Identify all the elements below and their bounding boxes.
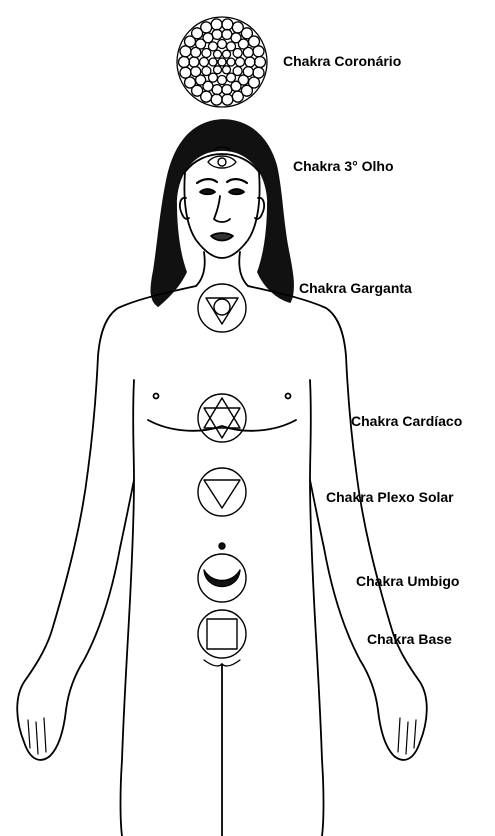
crown-petal — [227, 58, 235, 66]
crown-petal — [180, 67, 191, 78]
body-outline — [17, 286, 196, 760]
crown-petal — [202, 67, 211, 76]
label-navel-chakra: Chakra Umbigo — [356, 574, 459, 588]
crown-petal — [211, 19, 222, 30]
crown-petal — [218, 76, 227, 85]
solar-plexus-chakra-icon — [198, 468, 246, 516]
crown-petal — [253, 46, 264, 57]
crown-petal — [214, 50, 222, 58]
crown-petal — [243, 47, 253, 57]
right-eye — [229, 189, 244, 194]
chest-line — [148, 420, 296, 431]
crown-petal — [223, 66, 231, 74]
navel-chakra-icon — [198, 543, 246, 602]
crown-petal — [255, 57, 266, 68]
neck-left — [196, 252, 205, 286]
crown-petal — [189, 57, 199, 67]
heart-chakra-icon — [198, 394, 246, 442]
label-solar-plexus-chakra: Chakra Plexo Solar — [326, 490, 454, 504]
crown-petal — [222, 19, 233, 30]
crown-petal — [212, 29, 222, 39]
crown-petal — [218, 58, 226, 66]
crown-chakra-lotus-icon — [177, 17, 267, 107]
crown-petal — [222, 85, 232, 95]
face — [184, 154, 259, 258]
crown-petal — [236, 58, 245, 67]
crown-petal — [218, 40, 227, 49]
crown-petal — [227, 73, 236, 82]
right-inner-arm — [310, 380, 324, 836]
mouth — [211, 233, 233, 241]
right-hand-fingers — [398, 718, 416, 754]
base-chakra-icon — [198, 610, 246, 658]
crown-petal — [223, 50, 231, 58]
body-outline-right — [248, 286, 427, 760]
crown-petal — [233, 49, 242, 58]
left-hand-fingers — [28, 718, 46, 754]
crown-petal — [222, 94, 233, 105]
neck-right — [239, 252, 248, 286]
crown-petal — [209, 42, 218, 51]
label-crown-chakra: Chakra Coronário — [283, 54, 401, 68]
left-eye — [200, 189, 215, 194]
crown-petal — [191, 67, 201, 77]
crown-petal — [209, 58, 217, 66]
right-nipple — [286, 394, 291, 399]
left-inner-arm — [121, 380, 135, 836]
crown-outer-ring — [177, 17, 267, 107]
crown-petal — [200, 58, 209, 67]
left-nipple — [154, 394, 159, 399]
crown-petal — [179, 57, 190, 68]
label-throat-chakra: Chakra Garganta — [299, 281, 412, 295]
label-third-eye-chakra: Chakra 3° Olho — [293, 159, 394, 173]
throat-chakra-icon — [198, 284, 246, 332]
crown-petal — [214, 66, 222, 74]
crown-petal — [232, 91, 243, 102]
crown-petal — [201, 22, 212, 33]
label-base-chakra: Chakra Base — [367, 632, 452, 646]
crown-petal — [245, 57, 255, 67]
label-heart-chakra: Chakra Cardíaco — [351, 414, 462, 428]
crown-petal — [211, 94, 222, 105]
